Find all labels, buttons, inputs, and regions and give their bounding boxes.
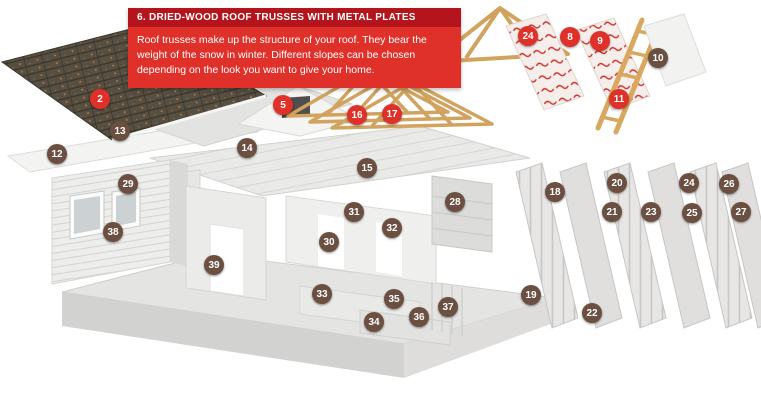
part-badge-8[interactable]: 8 (560, 27, 580, 47)
part-badge-36[interactable]: 36 (409, 307, 429, 327)
part-badge-37[interactable]: 37 (438, 297, 458, 317)
part-badge-9[interactable]: 9 (590, 31, 610, 51)
part-badge-27[interactable]: 27 (731, 202, 751, 222)
part-badge-22[interactable]: 22 (582, 303, 602, 323)
part-badge-14[interactable]: 14 (237, 138, 257, 158)
part-badge-15[interactable]: 15 (357, 158, 377, 178)
callout-title-bar: 6. DRIED-WOOD ROOF TRUSSES WITH METAL PL… (128, 8, 461, 27)
part-badge-30[interactable]: 30 (319, 232, 339, 252)
stud-wall-panels (515, 162, 761, 329)
part-badge-10[interactable]: 10 (648, 48, 668, 68)
part-badge-29[interactable]: 29 (118, 174, 138, 194)
part-badge-28[interactable]: 28 (445, 192, 465, 212)
part-badge-13[interactable]: 13 (110, 121, 130, 141)
part-badge-17[interactable]: 17 (382, 104, 402, 124)
part-badge-31[interactable]: 31 (344, 202, 364, 222)
part-badge-38[interactable]: 38 (103, 222, 123, 242)
part-badge-33[interactable]: 33 (312, 284, 332, 304)
part-badge-23[interactable]: 23 (641, 202, 661, 222)
part-badge-2[interactable]: 2 (90, 89, 110, 109)
part-badge-34[interactable]: 34 (364, 312, 384, 332)
callout-body: Roof trusses make up the structure of yo… (128, 27, 461, 88)
part-badge-5[interactable]: 5 (273, 95, 293, 115)
part-badge-26[interactable]: 26 (719, 174, 739, 194)
part-badge-16[interactable]: 16 (347, 105, 367, 125)
callout-title: 6. DRIED-WOOD ROOF TRUSSES WITH METAL PL… (137, 12, 416, 23)
part-badge-24[interactable]: 24 (679, 173, 699, 193)
part-badge-11[interactable]: 11 (609, 89, 629, 109)
part-badge-20[interactable]: 20 (607, 173, 627, 193)
part-badge-12[interactable]: 12 (47, 144, 67, 164)
part-badge-32[interactable]: 32 (382, 218, 402, 238)
part-badge-35[interactable]: 35 (384, 289, 404, 309)
part-badge-21[interactable]: 21 (602, 202, 622, 222)
part-badge-24[interactable]: 24 (518, 26, 538, 46)
part-badge-18[interactable]: 18 (545, 182, 565, 202)
ceiling-panel (149, 125, 531, 197)
callout-body-text: Roof trusses make up the structure of yo… (137, 34, 427, 77)
part-badge-19[interactable]: 19 (521, 285, 541, 305)
part-badge-25[interactable]: 25 (682, 203, 702, 223)
part-badge-39[interactable]: 39 (204, 255, 224, 275)
callout: 6. DRIED-WOOD ROOF TRUSSES WITH METAL PL… (128, 8, 461, 88)
